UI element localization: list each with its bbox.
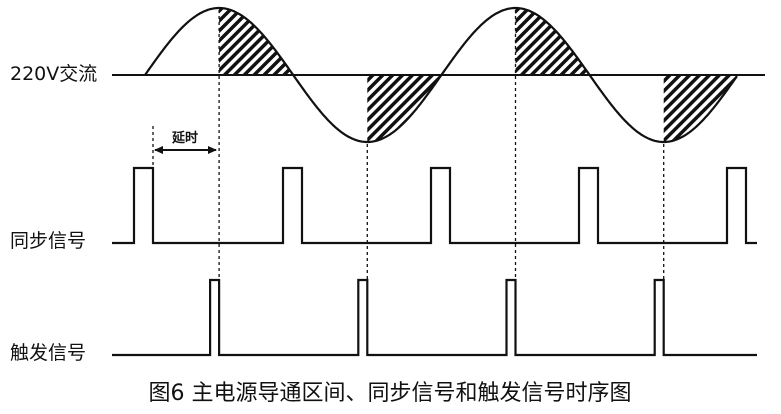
hatched-conduction-area [367,75,442,142]
delay-label: 延时 [171,130,198,146]
hatched-conduction-area [219,8,294,75]
trigger-signal-waveform [112,278,757,357]
hatched-conduction-area [663,75,738,142]
conduction-hatched-areas [219,8,738,142]
sync-label: 同步信号 [10,230,86,252]
trigger-label: 触发信号 [10,342,86,364]
sync-signal-waveform [112,166,757,245]
delay-arrow [154,146,217,154]
ac-label: 220V交流 [10,63,97,85]
ac-sine-wave [144,6,738,144]
hatched-conduction-area [515,8,590,75]
figure-caption: 图6 主电源导通区间、同步信号和触发信号时序图 [149,381,632,406]
